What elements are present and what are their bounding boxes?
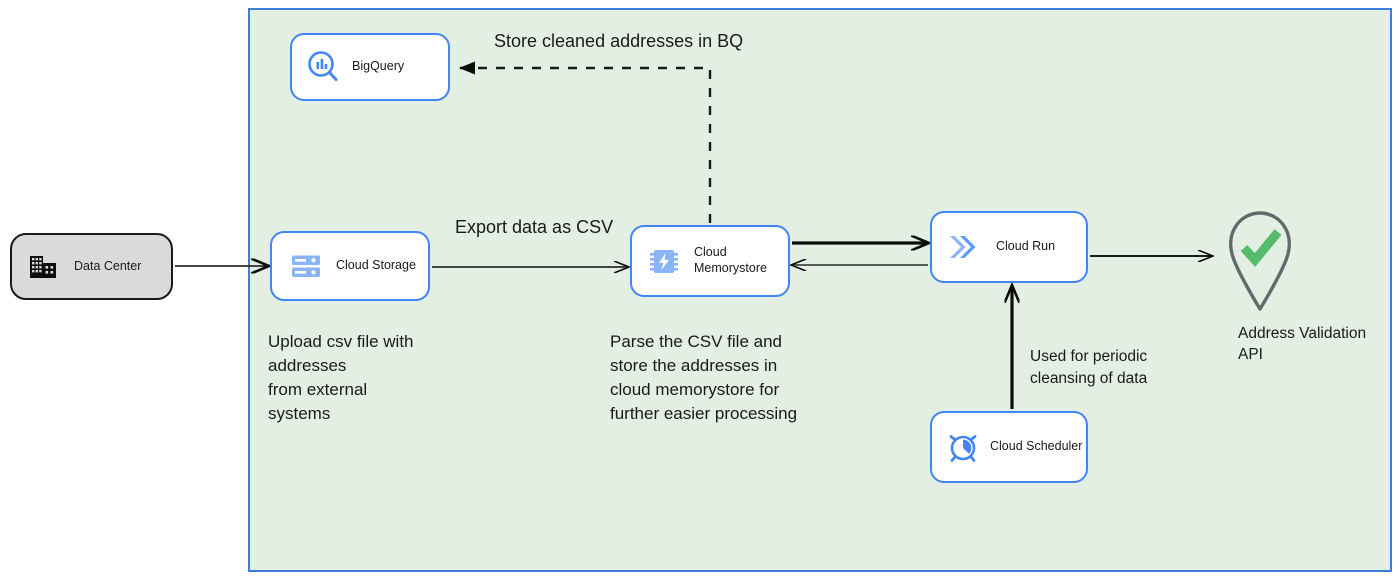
node-label: Cloud Scheduler [990, 439, 1083, 454]
node-cloud-scheduler[interactable]: Cloud Scheduler [930, 411, 1088, 483]
cloud-storage-icon [290, 250, 322, 282]
map-pin-check-icon [1229, 211, 1291, 311]
address-validation-api-label: Address Validation API [1238, 325, 1367, 363]
cloud-run-icon [946, 231, 982, 263]
node-label: Data Center [74, 258, 142, 273]
node-cloud-run[interactable]: Cloud Run [930, 211, 1088, 283]
cloud-memorystore-icon [648, 245, 680, 277]
node-cloud-storage[interactable]: Cloud Storage [270, 231, 430, 301]
node-label: Cloud Storage [336, 258, 416, 273]
node-address-validation-api[interactable] [1222, 208, 1298, 313]
data-center-icon [28, 252, 58, 282]
cloud-scheduler-icon [946, 430, 980, 464]
annotation-parse: Parse the CSV file and store the address… [610, 332, 798, 424]
node-data-center[interactable]: Data Center [10, 233, 173, 300]
edge-label-export-csv: Export data as CSV [455, 217, 614, 237]
annotation-periodic-cleansing: Used for periodic cleansing of data [1030, 348, 1148, 387]
node-label: Cloud Run [996, 239, 1056, 254]
node-bigquery[interactable]: BigQuery [290, 33, 450, 101]
node-cloud-memorystore[interactable]: Cloud Memorystore [630, 225, 790, 297]
edge-label-store-in-bq: Store cleaned addresses in BQ [494, 31, 744, 51]
bigquery-icon [306, 50, 340, 84]
node-label: BigQuery [352, 59, 405, 74]
node-label: Cloud Memorystore [694, 245, 767, 275]
annotation-upload: Upload csv file with addresses from exte… [268, 332, 414, 424]
gcp-boundary-container [248, 8, 1392, 572]
